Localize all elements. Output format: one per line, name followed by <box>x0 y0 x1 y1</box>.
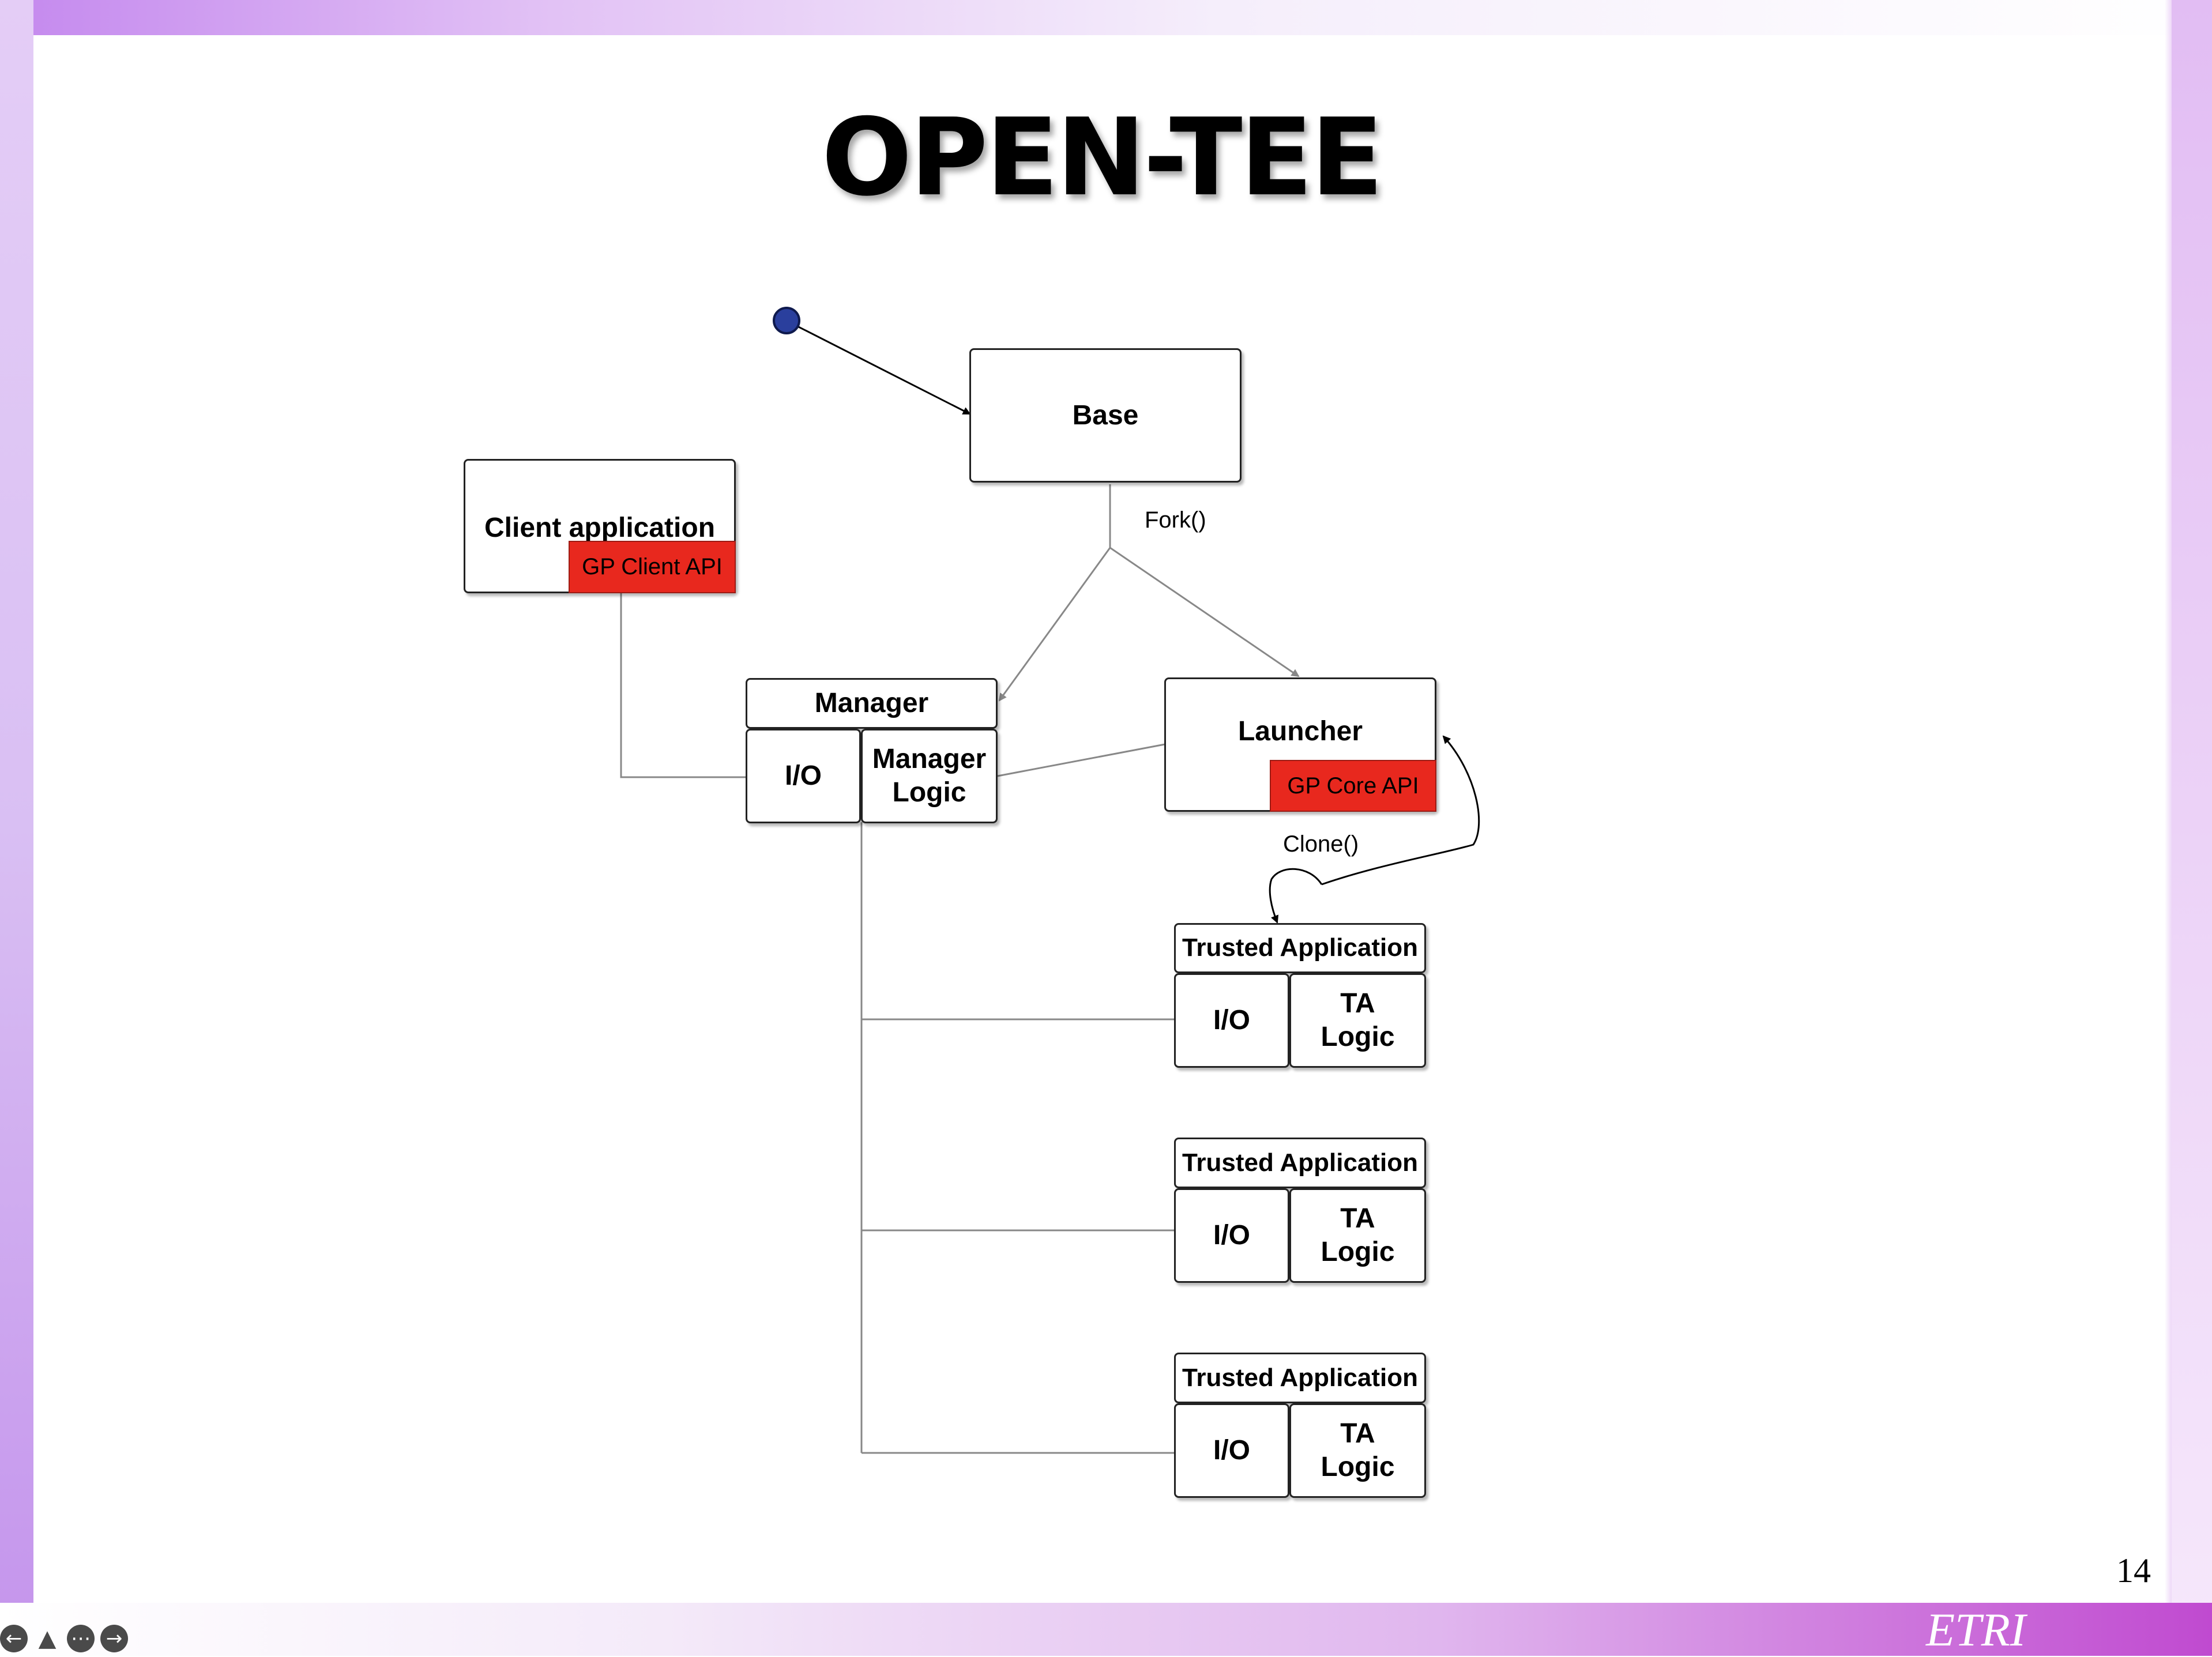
initial-node <box>773 307 800 334</box>
manager-logic-box: Manager Logic <box>861 729 998 823</box>
clone-arrow-to-launcher <box>1321 735 1480 886</box>
ta-io-box: I/O <box>1174 1188 1289 1283</box>
slide-title: OPEN-TEE <box>821 95 1384 220</box>
ta-logic-label: TA Logic <box>1321 1418 1395 1482</box>
ta-io-label: I/O <box>1213 1220 1250 1251</box>
left-decor-bar <box>0 0 33 1656</box>
right-decor-bar <box>2165 0 2212 1656</box>
next-icon[interactable]: → <box>100 1625 128 1652</box>
trusted-application-label: Trusted Application <box>1182 933 1419 962</box>
client-to-manager-line <box>620 593 746 778</box>
ta-logic-box: TA Logic <box>1289 1403 1426 1498</box>
trusted-application-label: Trusted Application <box>1182 1363 1419 1392</box>
manager-header-box: Manager <box>746 678 998 729</box>
ta-logic-box: TA Logic <box>1289 973 1426 1068</box>
ta-logic-label: TA Logic <box>1321 988 1395 1052</box>
trusted-application-header: Trusted Application <box>1174 1353 1426 1403</box>
base-label: Base <box>1072 400 1139 431</box>
manager-label: Manager <box>814 688 929 719</box>
ta-io-box: I/O <box>1174 1403 1289 1498</box>
manager-io-box: I/O <box>746 729 861 823</box>
pen-icon[interactable]: ▲ <box>38 1625 57 1652</box>
gp-client-api-badge: GP Client API <box>569 541 736 593</box>
trusted-application-label: Trusted Application <box>1182 1148 1419 1177</box>
clone-arrow-to-ta <box>1269 868 1323 924</box>
page-number: 14 <box>2116 1551 2151 1590</box>
initial-arrow <box>797 325 971 415</box>
slide-nav-controls: ← ▲ ⋯ → <box>0 1625 134 1652</box>
ta-io-label: I/O <box>1213 1435 1250 1466</box>
fork-label: Fork() <box>1145 507 1206 533</box>
manager-logic-label: Manager Logic <box>872 744 987 808</box>
ta-logic-label: TA Logic <box>1321 1203 1395 1267</box>
trusted-application-header: Trusted Application <box>1174 923 1426 973</box>
bottom-decor-bar <box>0 1603 2212 1656</box>
gp-core-api-badge: GP Core API <box>1270 760 1436 812</box>
base-box: Base <box>969 348 1242 483</box>
clone-label: Clone() <box>1283 831 1359 857</box>
manager-to-launcher-line <box>997 743 1165 777</box>
fork-to-launcher <box>1109 547 1300 677</box>
launcher-label: Launcher <box>1237 716 1363 747</box>
fork-to-manager <box>998 547 1111 702</box>
top-decor-bar <box>0 0 2212 35</box>
ta-io-box: I/O <box>1174 973 1289 1068</box>
trusted-application-header: Trusted Application <box>1174 1138 1426 1188</box>
menu-icon[interactable]: ⋯ <box>67 1625 95 1652</box>
prev-icon[interactable]: ← <box>0 1625 28 1652</box>
manager-io-label: I/O <box>784 760 822 792</box>
client-application-label: Client application <box>484 513 716 543</box>
ta-io-label: I/O <box>1213 1005 1250 1036</box>
ta-logic-box: TA Logic <box>1289 1188 1426 1283</box>
brand-logo-text: ETRI <box>1926 1603 2026 1656</box>
